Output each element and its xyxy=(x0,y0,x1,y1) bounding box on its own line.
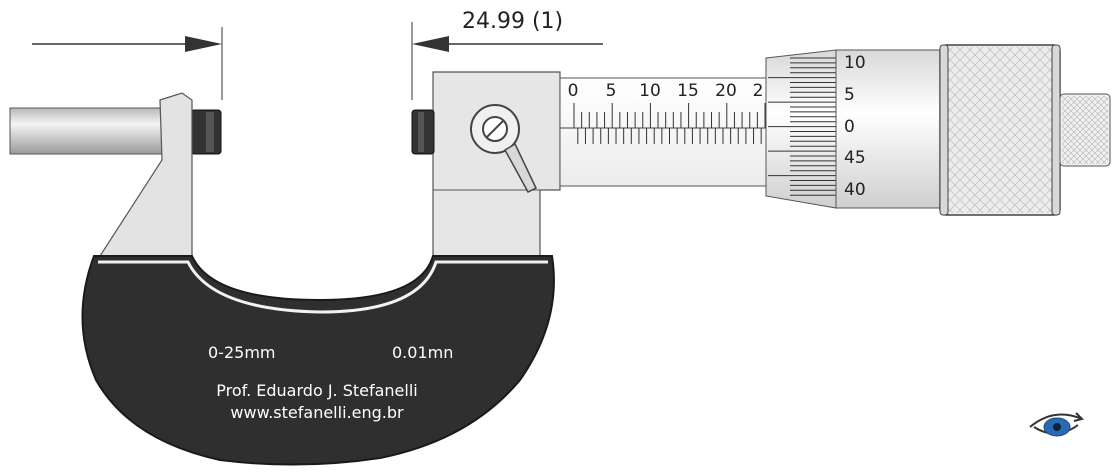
ratchet-knurl xyxy=(1062,96,1108,164)
resolution-label: 0.01mn xyxy=(392,343,453,362)
sleeve-labels: 0 5 10 15 20 2 xyxy=(568,81,764,101)
frame-inner-highlight xyxy=(98,260,548,314)
anvil-face-shine xyxy=(206,112,214,152)
thimble-scale-label: 5 xyxy=(844,85,855,105)
sleeve-body xyxy=(559,77,773,187)
eye-logo-icon xyxy=(1029,412,1084,437)
ratchet-knob xyxy=(939,44,1111,216)
thimble-ticks xyxy=(768,57,836,196)
knurl-edge-left xyxy=(939,44,949,216)
sleeve-scale-label: 15 xyxy=(677,81,699,101)
knurl-edge-right xyxy=(1051,44,1061,216)
sleeve-scale-label: 20 xyxy=(715,81,737,101)
measurement-reading: 24.99 (1) xyxy=(462,9,563,34)
frame-c-shape xyxy=(81,255,555,466)
thimble-scale-label: 40 xyxy=(844,180,866,200)
sleeve-ticks xyxy=(573,103,766,144)
sleeve-scale-label: 5 xyxy=(606,81,617,101)
right-arrowhead xyxy=(412,36,449,52)
sleeve-scale-label: 10 xyxy=(639,81,661,101)
spindle-face-shine xyxy=(418,112,424,152)
thimble-body xyxy=(835,49,941,209)
lock-screw-slot xyxy=(485,119,505,139)
measurement-indicator: 24.99 (1) xyxy=(32,9,603,100)
thimble-scale-label: 10 xyxy=(844,53,866,73)
thimble-scale-label: 45 xyxy=(844,148,866,168)
website-label: www.stefanelli.eng.br xyxy=(230,403,404,422)
range-label: 0-25mm xyxy=(208,343,275,362)
sleeve: 0 5 10 15 20 2 xyxy=(559,77,773,187)
knurl-pattern xyxy=(942,47,1058,213)
frame-body: 0-25mm 0.01mn Prof. Eduardo J. Stefanell… xyxy=(81,255,555,466)
thimble-bevel xyxy=(765,49,837,209)
author-label: Prof. Eduardo J. Stefanelli xyxy=(216,381,417,400)
sleeve-scale-label: 2 xyxy=(753,81,764,101)
lock-lever xyxy=(503,142,537,193)
frame-right-block xyxy=(411,71,561,257)
left-arrowhead xyxy=(185,36,222,52)
anvil-rod xyxy=(9,107,169,155)
sleeve-scale-label: 0 xyxy=(568,81,579,101)
thimble-scale-label: 0 xyxy=(844,117,855,137)
